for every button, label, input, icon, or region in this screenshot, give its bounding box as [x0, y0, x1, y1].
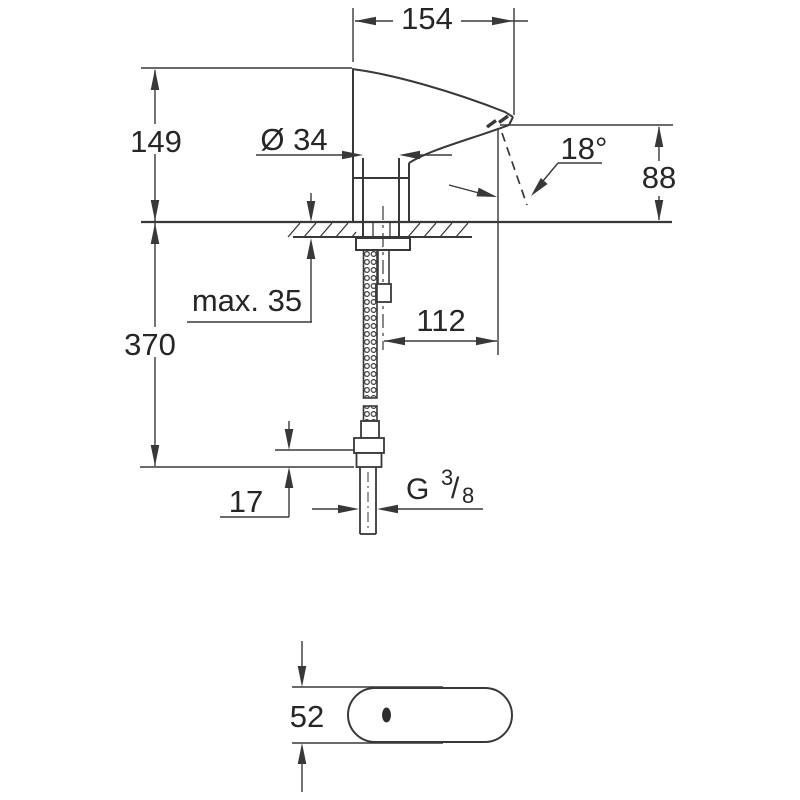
thread-slash: / — [451, 472, 460, 505]
thread-letter: G — [406, 473, 430, 506]
mounting-hardware — [353, 206, 411, 535]
hose-ferrule — [360, 420, 380, 439]
deck-hatching — [287, 222, 469, 238]
sensor-window — [382, 707, 391, 723]
counter-cross-section — [141, 220, 672, 238]
hose-nut-upper — [353, 437, 385, 454]
aerator-slots-icon — [486, 114, 509, 129]
rod-end-block — [375, 283, 392, 303]
thread-denominator: 8 — [462, 483, 475, 508]
supply-tube — [359, 467, 377, 535]
dim-label-52: 52 — [289, 699, 325, 734]
thread-numerator: 3 — [441, 465, 454, 490]
spout-underside — [408, 124, 510, 164]
braided-hose-lower — [362, 405, 378, 422]
stream-angle-dashed-line — [501, 132, 528, 206]
dim-label-88: 88 — [641, 160, 677, 195]
faucet-side-view — [351, 68, 514, 238]
dimension-arrowheads — [150, 16, 664, 764]
dim-label-149: 149 — [130, 124, 182, 159]
dim-label-max35: max. 35 — [191, 283, 303, 318]
spout-top-edge — [351, 68, 514, 118]
base-top-view — [347, 687, 513, 743]
dim-label-112: 112 — [416, 303, 466, 338]
dim-label-18deg: 18° — [560, 131, 608, 166]
spout-tip-face — [508, 116, 514, 126]
hose-nut-lower — [355, 452, 383, 468]
braided-hose — [362, 249, 378, 399]
dimension-lines — [140, 8, 673, 792]
dim-label-370: 370 — [124, 327, 176, 362]
dim-label-154: 154 — [401, 1, 453, 36]
dim-label-dia34: Ø 34 — [260, 122, 328, 157]
base-outline — [347, 687, 513, 743]
dim-label-17: 17 — [228, 484, 264, 519]
